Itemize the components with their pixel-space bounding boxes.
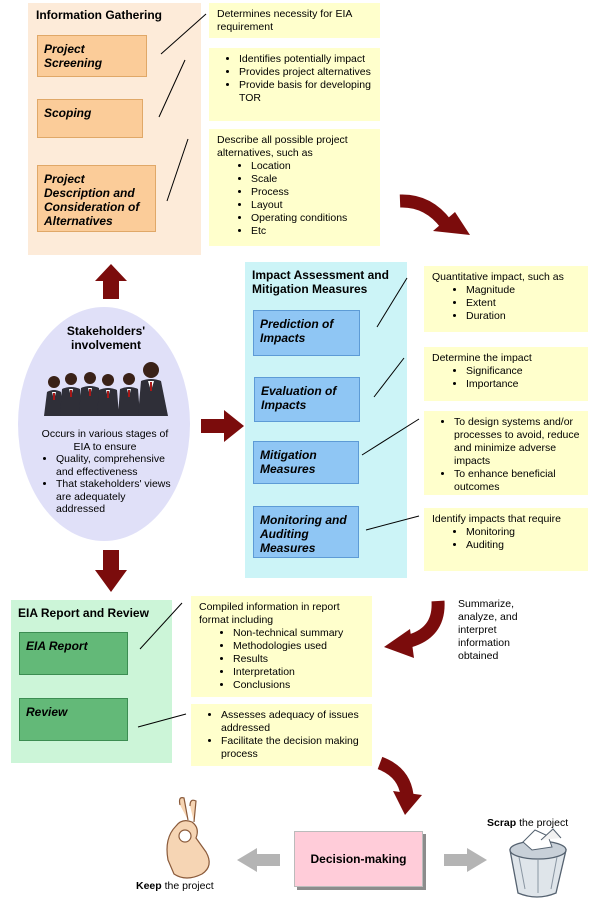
connector-line [137,713,187,728]
note-description: Describe all possible project alternativ… [209,129,380,246]
list-item: Monitoring [466,526,580,539]
scrap-rest: the project [516,817,569,829]
stage-scoping: Scoping [37,99,148,143]
connector-line [365,515,420,531]
curved-arrow-3 [377,756,414,797]
decision-label: Decision-making [310,852,407,866]
note-scoping: Identifies potentially impact Provides p… [209,48,380,121]
stage-evaluation: Evaluation of Impacts [254,377,365,427]
keep-rest: the project [161,880,214,892]
connector-line [373,357,405,398]
note-description-intro: Describe all possible project alternativ… [217,134,348,159]
connector-line [166,138,189,202]
curved-arrow-1 [399,194,452,229]
note-screening: Determines necessity for EIA requirement [209,3,380,38]
stakeholders-intro: Occurs in various stages of EIA to ensur… [41,428,169,453]
list-item: Conclusions [233,679,364,692]
connector-line [158,59,186,118]
right-arrow [201,410,244,442]
list-item: Importance [466,378,580,391]
list-item: Location [251,160,372,173]
decision-box: Decision-making [294,831,423,887]
connector-line [160,13,207,55]
report-title: EIA Report and Review [18,606,149,620]
stage-project-description: Project Description and Consideration of… [37,165,161,237]
trash-can-icon [509,828,567,898]
list-item: To design systems and/or processes to av… [454,416,580,468]
people-illustration [44,362,168,416]
note-mitigation: To design systems and/or processes to av… [424,411,588,495]
keep-label: Keep the project [136,880,214,892]
stage-eia-report: EIA Report [19,632,133,680]
stage-mitigation: Mitigation Measures [253,441,364,489]
list-item: Provide basis for developing TOR [239,79,372,105]
list-item: Layout [251,199,372,212]
list-item: Provides project alternatives [239,66,372,79]
note-monitoring: Identify impacts that require Monitoring… [424,508,588,571]
list-item: Auditing [466,539,580,552]
list-item: Methodologies used [233,640,364,653]
list-item: Operating conditions [251,212,372,225]
curved-arrow-2-head [384,629,414,658]
left-grey-arrow [237,848,280,872]
stage-monitoring: Monitoring and Auditing Measures [253,506,364,563]
list-item: Extent [466,297,580,310]
scrap-bold: Scrap [487,817,517,829]
list-item: Results [233,653,364,666]
list-item: Facilitate the decision making process [221,735,364,761]
list-item: Duration [466,310,580,323]
list-item: Scale [251,173,372,186]
note-report: Compiled information in report format in… [191,596,372,697]
note-review: Assesses adequacy of issues addressed Fa… [191,704,372,766]
list-item: Magnitude [466,284,580,297]
keep-bold: Keep [136,880,162,892]
stage-review: Review [19,698,133,746]
list-item: Quality, comprehensive and effectiveness [56,453,176,478]
note-prediction-intro: Quantitative impact, such as [432,271,564,283]
down-arrow [95,550,127,592]
summarize-text: Summarize, analyze, and interpret inform… [458,598,518,662]
connector-line [376,277,408,328]
scrap-label: Scrap the project [487,817,568,829]
connector-line [139,602,183,650]
list-item: Significance [466,365,580,378]
list-item: Assesses adequacy of issues addressed [221,709,364,735]
stakeholders-title: Stakeholders' involvement [66,324,146,352]
list-item: To enhance beneficial outcomes [454,468,580,494]
info-gathering-title: Information Gathering [36,8,162,22]
note-prediction: Quantitative impact, such as Magnitude E… [424,266,588,332]
stakeholders-text: Occurs in various stages of EIA to ensur… [34,428,176,516]
note-evaluation-intro: Determine the impact [432,352,532,364]
up-arrow [95,264,127,299]
stage-project-screening: Project Screening [37,35,152,82]
note-evaluation: Determine the impact Significance Import… [424,347,588,401]
curved-arrow-3-head [393,791,422,815]
list-item: Non-technical summary [233,627,364,640]
note-report-intro: Compiled information in report format in… [199,601,340,626]
list-item: Etc [251,225,372,238]
impact-title: Impact Assessment and Mitigation Measure… [252,268,389,296]
list-item: Interpretation [233,666,364,679]
list-item: Process [251,186,372,199]
stage-prediction: Prediction of Impacts [253,310,365,361]
list-item: That stakeholders' views are adequately … [56,478,176,516]
right-grey-arrow [444,848,487,872]
ok-hand-icon [166,797,210,879]
connector-line [361,418,420,456]
note-monitoring-intro: Identify impacts that require [432,513,561,525]
note-screening-text: Determines necessity for EIA requirement [217,8,352,33]
curved-arrow-1-head [433,212,470,235]
list-item: Identifies potentially impact [239,53,372,66]
